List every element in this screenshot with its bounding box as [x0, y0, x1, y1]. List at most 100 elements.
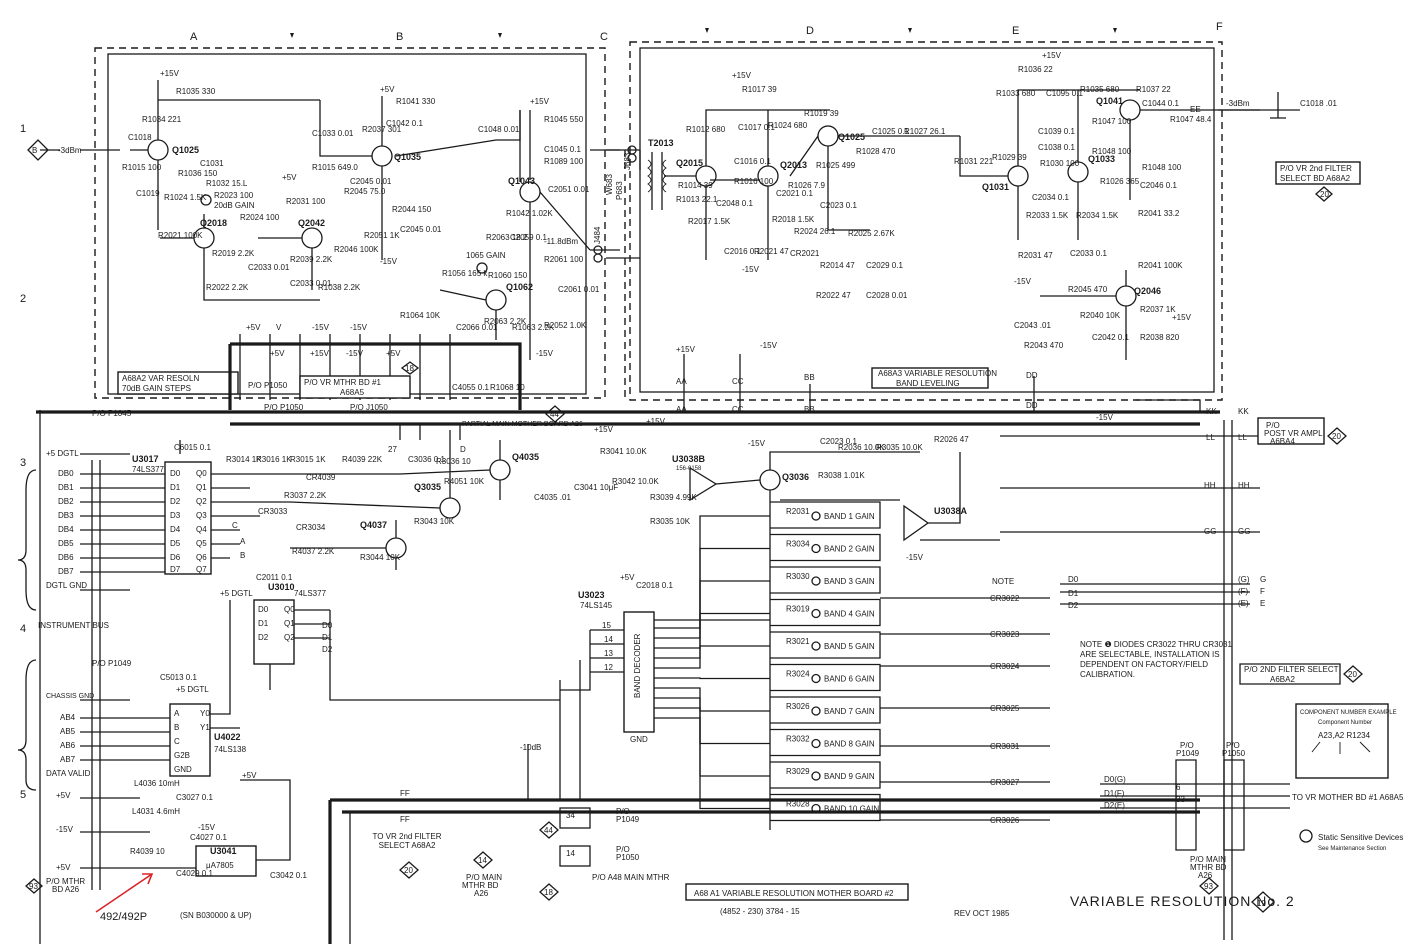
svg-text:Q3036: Q3036 — [782, 472, 809, 482]
band-gain-label: BAND 10 GAIN — [824, 805, 879, 814]
svg-text:D0: D0 — [258, 605, 269, 614]
band-gain-label: BAND 2 GAIN — [824, 545, 875, 554]
svg-text:C2045 0.01: C2045 0.01 — [400, 225, 442, 234]
svg-text:B: B — [174, 723, 179, 732]
svg-text:R3014 1K: R3014 1K — [226, 455, 262, 464]
column-label-f: F — [1216, 21, 1223, 33]
svg-text:R1064 10K: R1064 10K — [400, 311, 441, 320]
svg-text:+5V: +5V — [56, 863, 71, 872]
svg-text:R1034 221: R1034 221 — [142, 115, 182, 124]
column-label-c: C — [600, 31, 608, 43]
svg-text:R3038 1.01K: R3038 1.01K — [818, 471, 865, 480]
svg-text:R2024 26.1: R2024 26.1 — [794, 227, 836, 236]
svg-text:R1014 39: R1014 39 — [678, 181, 713, 190]
svg-text:DB5: DB5 — [58, 539, 74, 548]
svg-text:R3016 1K: R3016 1K — [256, 455, 292, 464]
svg-text:D2: D2 — [170, 497, 181, 506]
svg-text:BB: BB — [804, 373, 815, 382]
svg-text:R2061 100: R2061 100 — [544, 255, 584, 264]
svg-text:R3015 1K: R3015 1K — [290, 455, 326, 464]
svg-text:U3017: U3017 — [132, 454, 159, 464]
svg-text:C5013 0.1: C5013 0.1 — [160, 673, 197, 682]
svg-text:C3041 10μF: C3041 10μF — [574, 483, 618, 492]
svg-text:-15V: -15V — [748, 439, 766, 448]
svg-text:F: F — [1260, 587, 1265, 596]
svg-text:Q1035: Q1035 — [394, 152, 421, 162]
svg-text:Q4035: Q4035 — [512, 452, 539, 462]
svg-text:Q4037: Q4037 — [360, 520, 387, 530]
svg-text:DATA VALID: DATA VALID — [46, 769, 91, 778]
svg-text:C1039 0.1: C1039 0.1 — [1038, 127, 1075, 136]
svg-text:GG: GG — [1238, 527, 1250, 536]
svg-text:R2044 150: R2044 150 — [392, 205, 432, 214]
svg-text:C2061 0.01: C2061 0.01 — [558, 285, 600, 294]
svg-text:Q2046: Q2046 — [1134, 286, 1161, 296]
svg-text:DB3: DB3 — [58, 511, 74, 520]
svg-text:C4035 .01: C4035 .01 — [534, 493, 571, 502]
svg-text:R3043 10K: R3043 10K — [414, 517, 455, 526]
static-note-line1: Static Sensitive Devices — [1318, 833, 1403, 842]
svg-text:R3035 10.0K: R3035 10.0K — [876, 443, 923, 452]
svg-text:CC: CC — [732, 405, 744, 414]
svg-text:R3037 2.2K: R3037 2.2K — [284, 491, 327, 500]
svg-text:+15V: +15V — [310, 349, 330, 358]
svg-text:Q2: Q2 — [284, 633, 295, 642]
svg-text:A26: A26 — [474, 889, 489, 898]
svg-text:HH: HH — [1238, 481, 1250, 490]
diode-label: CR3024 — [990, 662, 1020, 671]
svg-text:FF: FF — [400, 789, 410, 798]
band-gain-label: BAND 1 GAIN — [824, 512, 875, 521]
svg-text:-15V: -15V — [1014, 277, 1032, 286]
svg-text:R1035 680: R1035 680 — [1080, 85, 1120, 94]
svg-text:A68A5: A68A5 — [340, 388, 365, 397]
gain-pot-icon — [811, 641, 821, 651]
footer: 492/492P (SN B030000 & UP) (4852 - 230) … — [100, 891, 1294, 923]
svg-text:+5V: +5V — [380, 85, 395, 94]
svg-text:R2018 1.5K: R2018 1.5K — [772, 215, 815, 224]
gain-pot-icon — [811, 608, 821, 619]
svg-text:C2034 0.1: C2034 0.1 — [1032, 193, 1069, 202]
svg-text:+15V: +15V — [160, 69, 180, 78]
svg-text:V: V — [276, 323, 282, 332]
component-example-title: COMPONENT NUMBER EXAMPLE — [1300, 710, 1397, 716]
svg-text:-15V: -15V — [56, 825, 74, 834]
svg-text:R2021 47: R2021 47 — [754, 247, 789, 256]
svg-text:DB0: DB0 — [58, 469, 74, 478]
svg-text:-15V: -15V — [380, 257, 398, 266]
column-label-e: E — [1012, 25, 1019, 37]
svg-text:R1089 100: R1089 100 — [544, 157, 584, 166]
svg-text:C2059 0.1: C2059 0.1 — [510, 233, 547, 242]
svg-text:C3036 0.1: C3036 0.1 — [408, 455, 445, 464]
svg-text:C: C — [174, 737, 180, 746]
svg-text:C2066 0.01: C2066 0.01 — [456, 323, 498, 332]
svg-text:+5V: +5V — [620, 573, 635, 582]
svg-text:AB4: AB4 — [60, 713, 76, 722]
svg-text:B: B — [240, 551, 245, 560]
svg-text:R1013 22.1: R1013 22.1 — [676, 195, 718, 204]
svg-text:74LS377: 74LS377 — [294, 589, 327, 598]
svg-text:93: 93 — [1204, 882, 1213, 891]
a68a3-board: A68A3 VARIABLE RESOLUTION BAND LEVELING … — [629, 41, 1361, 401]
svg-text:-15V: -15V — [198, 823, 216, 832]
svg-text:R2043 470: R2043 470 — [1024, 341, 1064, 350]
band-resistor-label: R3034 — [786, 540, 810, 549]
svg-text:156-0158: 156-0158 — [676, 466, 702, 472]
svg-text:C1018 .01: C1018 .01 — [1300, 99, 1337, 108]
svg-text:R2041 33.2: R2041 33.2 — [1138, 209, 1180, 218]
svg-text:93: 93 — [29, 882, 38, 891]
svg-text:C2023 0.1: C2023 0.1 — [820, 437, 857, 446]
svg-text:74LS145: 74LS145 — [580, 601, 613, 610]
svg-text:C1025 0.1: C1025 0.1 — [872, 127, 909, 136]
svg-text:R1035 330: R1035 330 — [176, 87, 216, 96]
u3023: U3023 74LS145 BAND DECODER +5V C2018 0.1… — [560, 573, 770, 744]
svg-text:AB5: AB5 — [60, 727, 76, 736]
svg-text:+5V: +5V — [246, 323, 261, 332]
gain-pot-icon — [811, 543, 821, 554]
svg-text:R3036 10: R3036 10 — [436, 457, 471, 466]
svg-text:R2039 2.2K: R2039 2.2K — [290, 255, 333, 264]
svg-text:R2046 100K: R2046 100K — [334, 245, 379, 254]
svg-text:C1048 0.01: C1048 0.01 — [478, 125, 520, 134]
svg-text:Q2: Q2 — [196, 497, 207, 506]
